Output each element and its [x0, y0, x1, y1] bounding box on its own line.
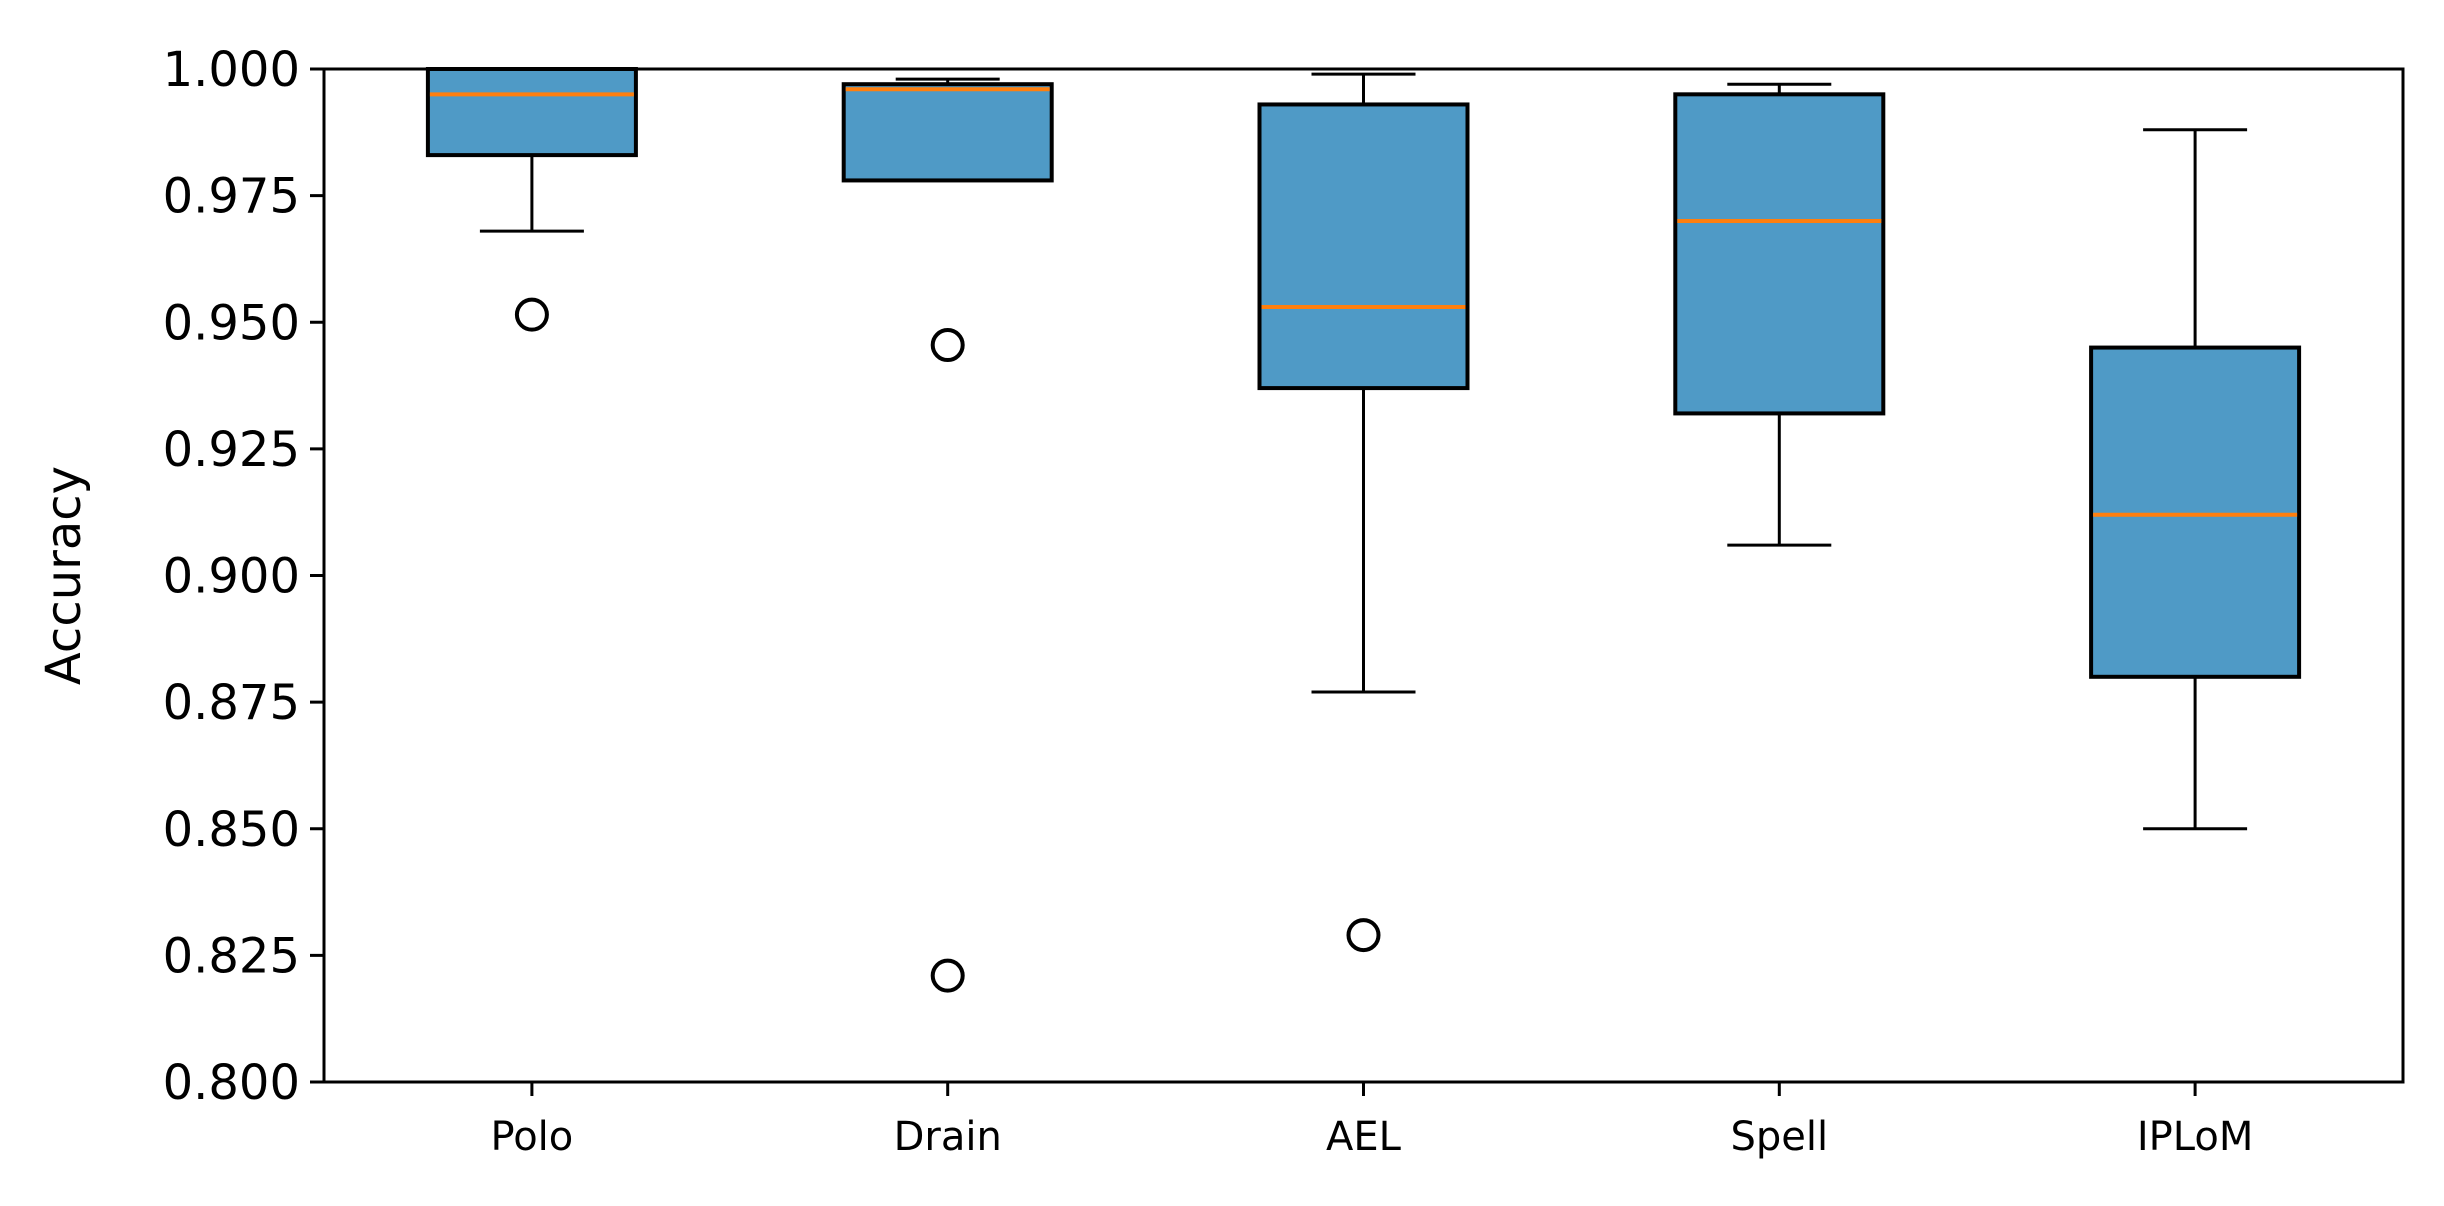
- box-polo: [425, 67, 638, 332]
- y-axis-label: Accuracy: [36, 466, 92, 685]
- y-tick-label: 0.850: [163, 802, 300, 858]
- box-iqr: [1673, 92, 1886, 416]
- outlier-point: [930, 328, 965, 363]
- box-iqr: [2089, 345, 2302, 679]
- x-tick-label: IPLoM: [2137, 1114, 2253, 1160]
- box-ael: [1257, 72, 1470, 953]
- y-tick-label: 0.875: [163, 675, 300, 731]
- box-series: [425, 67, 2302, 993]
- y-tick-label: 0.925: [163, 422, 300, 478]
- y-tick-label: 0.800: [163, 1055, 300, 1111]
- x-tick-label: Drain: [894, 1114, 1002, 1160]
- y-axis-ticks: 0.800 0.825 0.850 0.875 0.900 0.925 0.950 0.975…: [163, 42, 324, 1111]
- x-axis-ticks: Polo Drain AEL Spell IPLoM: [491, 1082, 2253, 1160]
- x-tick-label: Spell: [1730, 1114, 1828, 1160]
- box-iqr: [425, 67, 638, 158]
- y-tick-label: 1.000: [163, 42, 300, 98]
- outlier-point: [1346, 918, 1381, 953]
- y-tick-label: 0.825: [163, 928, 300, 984]
- box-iqr: [841, 82, 1054, 183]
- y-tick-label: 0.950: [163, 295, 300, 351]
- box-spell: [1673, 82, 1886, 547]
- y-tick-label: 0.975: [163, 169, 300, 225]
- x-tick-label: Polo: [491, 1114, 574, 1160]
- outlier-point: [930, 958, 965, 993]
- plot-frame: [322, 67, 2405, 1084]
- outlier-point: [514, 297, 549, 332]
- y-tick-label: 0.900: [163, 549, 300, 605]
- box-iplom: [2089, 128, 2302, 831]
- x-tick-label: AEL: [1326, 1114, 1402, 1160]
- box-drain: [841, 77, 1054, 993]
- box-iqr: [1257, 102, 1470, 391]
